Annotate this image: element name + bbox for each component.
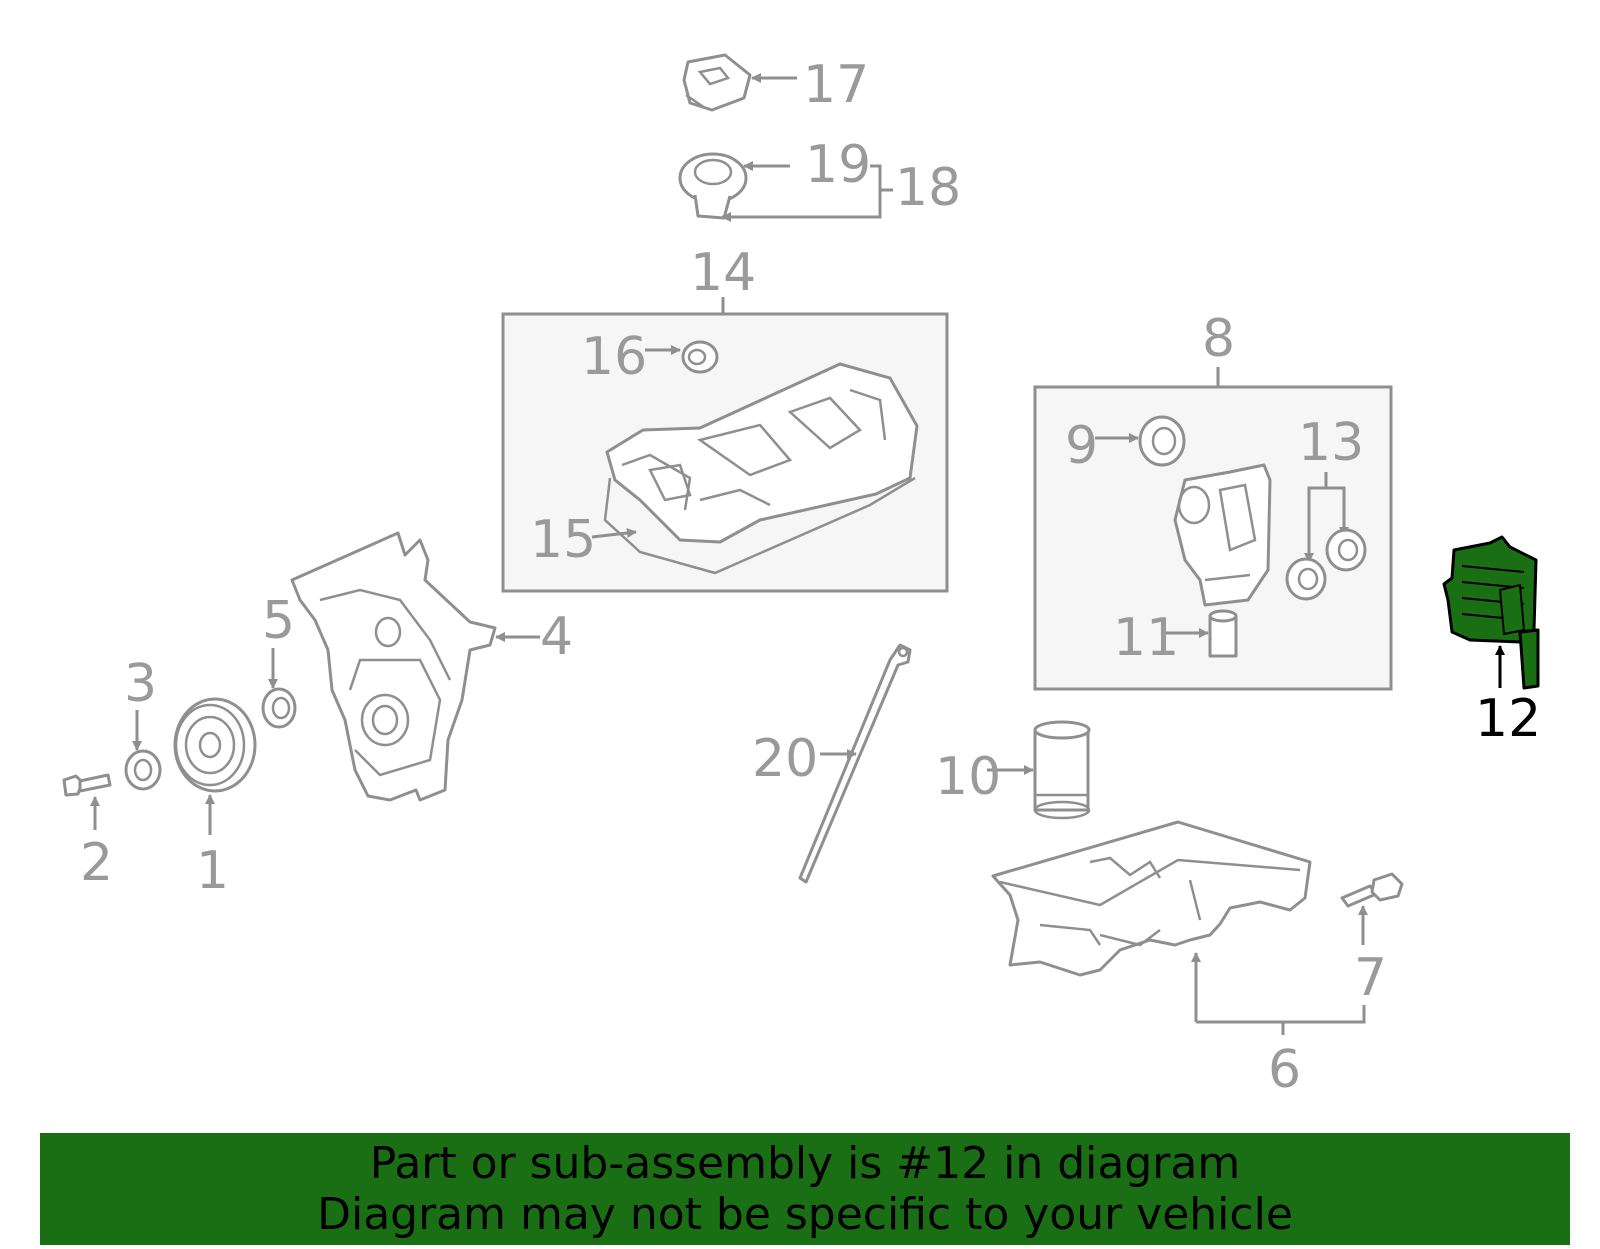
callout-12: 12 <box>1475 689 1541 749</box>
callout-3: 3 <box>124 654 157 714</box>
callout-6: 6 <box>1268 1040 1301 1100</box>
info-banner: Part or sub-assembly is #12 in diagram D… <box>40 1133 1570 1245</box>
callout-5: 5 <box>262 591 295 651</box>
part-3-washer[interactable] <box>124 710 162 791</box>
part-15-valve-cover[interactable] <box>591 362 919 575</box>
part-4-timing-cover[interactable] <box>290 531 540 802</box>
part-1-pulley[interactable] <box>173 697 257 835</box>
banner-line-2: Diagram may not be specific to your vehi… <box>317 1189 1293 1240</box>
callout-9: 9 <box>1065 416 1098 476</box>
part-13-seals[interactable] <box>1285 472 1367 601</box>
part-11-sleeve[interactable] <box>1165 609 1238 658</box>
callout-10: 10 <box>935 747 1001 807</box>
callout-15: 15 <box>530 510 596 570</box>
callout-14: 14 <box>690 243 756 303</box>
part-6-oil-pan[interactable] <box>991 820 1366 1035</box>
part-20-dipstick[interactable] <box>798 643 912 884</box>
part-8-oil-filter-adapter[interactable] <box>1173 463 1272 607</box>
callout-1: 1 <box>196 841 229 901</box>
callout-4: 4 <box>540 607 573 667</box>
part-16-grommet[interactable] <box>645 340 719 374</box>
callout-8: 8 <box>1202 309 1235 369</box>
callout-7: 7 <box>1354 948 1387 1008</box>
callout-17: 17 <box>803 55 869 115</box>
part-9-seal[interactable] <box>1095 415 1186 467</box>
part-18-19-cap-seal[interactable] <box>678 152 893 222</box>
banner-line-1: Part or sub-assembly is #12 in diagram <box>369 1138 1241 1189</box>
callout-19: 19 <box>805 135 871 195</box>
callout-18: 18 <box>895 158 961 218</box>
callout-11: 11 <box>1113 608 1179 668</box>
callout-2: 2 <box>80 833 113 893</box>
part-2-bolt[interactable] <box>62 773 112 830</box>
part-5-seal[interactable] <box>261 648 297 729</box>
callout-13: 13 <box>1298 413 1364 473</box>
callout-16: 16 <box>581 327 647 387</box>
part-7-bolt[interactable] <box>1340 872 1404 945</box>
part-17-filler-cap[interactable] <box>682 53 797 112</box>
part-12-oil-cooler[interactable] <box>1442 535 1540 690</box>
part-10-oil-filter[interactable] <box>987 720 1091 820</box>
callout-20: 20 <box>752 729 818 789</box>
